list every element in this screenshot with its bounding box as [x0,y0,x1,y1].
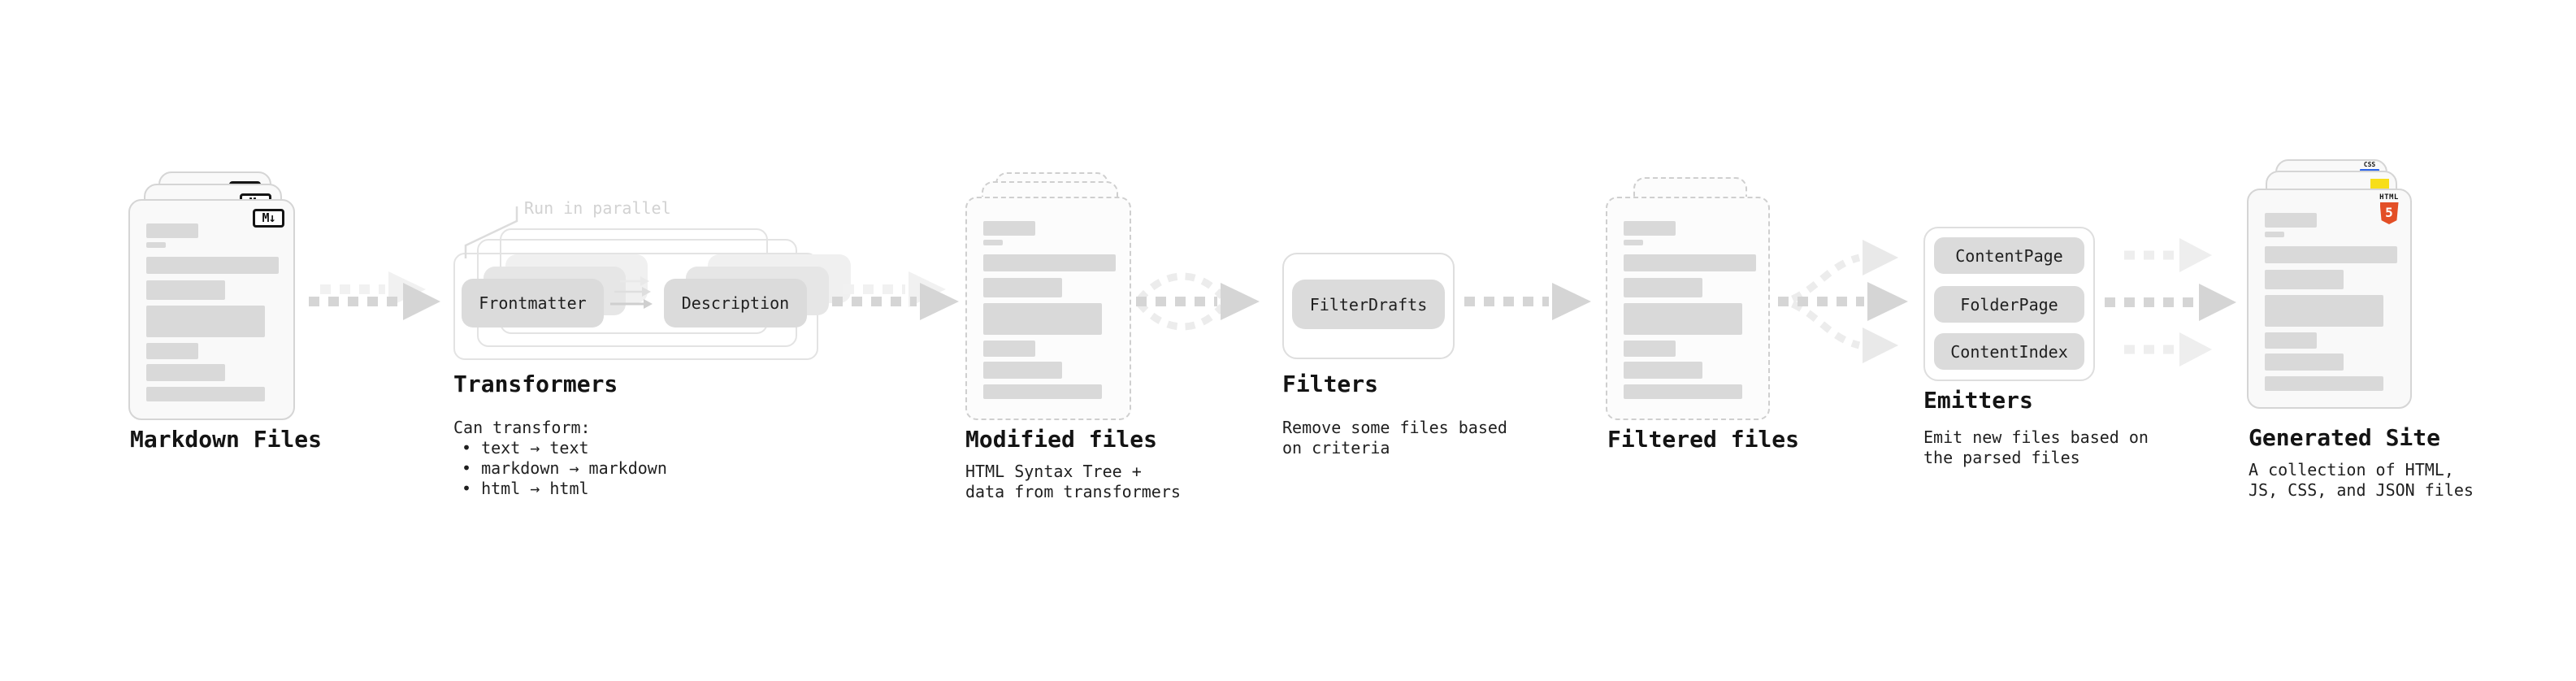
transformer-chip-description: Description [664,279,807,327]
stage-modified-files: Modified files HTML Syntax Tree + data f… [965,172,1181,514]
emitter-chip-contentpage: ContentPage [1934,237,2084,274]
transformers-caption: Can transform: • text → text • markdown … [453,418,667,498]
stage-transformers: Run in parallel Frontmatter Description … [451,195,851,536]
stage-label-emitters: Emitters [1923,387,2033,414]
stage-label-generated-site: Generated Site [2249,424,2441,451]
filter-chip-filterdrafts: FilterDrafts [1292,280,1445,329]
js-icon [2370,179,2389,189]
filtered-file-card-front [1606,197,1770,420]
modified-files-caption: HTML Syntax Tree + data from transformer… [965,462,1181,501]
filters-caption: Remove some files based on criteria [1282,418,1507,458]
arrow-modified-to-filters [1136,272,1260,331]
arrow-filtered-to-emitters [1778,240,1908,363]
stage-label-modified-files: Modified files [965,426,1158,453]
transformer-chip-frontmatter: Frontmatter [462,279,604,327]
generated-file-card-front: HTML 5 [2247,189,2412,409]
run-in-parallel-label: Run in parallel [524,198,671,218]
emitter-chip-folderpage: FolderPage [1934,286,2084,323]
arrow-markdown-to-transformers [309,271,440,320]
arrow-emitters-to-generated [2105,238,2236,367]
stage-label-filtered-files: Filtered files [1607,426,1800,453]
document-skeleton [1624,221,1756,399]
document-skeleton [983,221,1116,399]
stage-filters: FilterDrafts Filters Remove some files b… [1282,253,1507,513]
stage-label-markdown-files: Markdown Files [130,426,323,453]
modified-file-card-front [965,197,1131,420]
stage-generated-site: CSS HTML 5 Generated Site A collection o… [2247,159,2474,509]
generated-site-caption: A collection of HTML, JS, CSS, and JSON … [2249,460,2474,500]
arrow-transformers-to-modified [832,271,959,320]
document-skeleton [2265,213,2397,391]
stage-emitters: ContentPage FolderPage ContentIndex Emit… [1923,227,2149,503]
stage-markdown-files: M↓ M↓ M↓ Markdown Files [128,171,322,513]
markdown-icon: M↓ [253,209,284,228]
stage-label-transformers: Transformers [453,371,618,397]
markdown-file-card-front: M↓ [128,199,295,420]
html5-shield: 5 [2379,202,2399,224]
stage-filtered-files: Filtered files [1606,177,1799,518]
stage-label-filters: Filters [1282,371,1379,397]
html5-icon: HTML 5 [2379,194,2400,224]
emitter-chip-contentindex: ContentIndex [1934,333,2084,370]
arrow-filters-to-filtered [1464,283,1591,320]
emitters-caption: Emit new files based on the parsed files [1923,427,2149,467]
document-skeleton [146,223,279,401]
